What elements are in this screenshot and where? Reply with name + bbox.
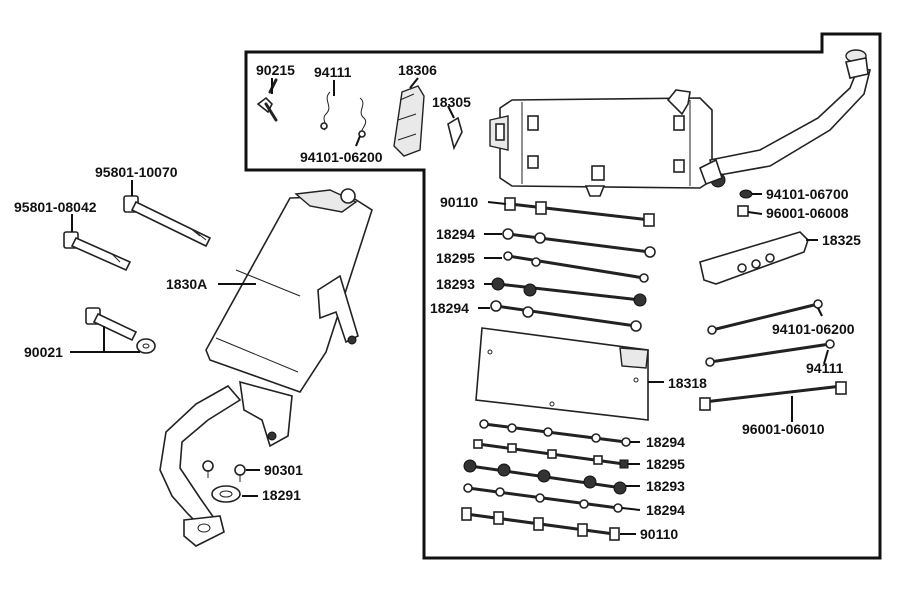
part-95801-10070-bolt <box>123 195 212 248</box>
part-90301-bolts <box>202 460 246 482</box>
label-94101-06200-right: 94101-06200 <box>772 321 855 337</box>
part-94101-06700-washer <box>739 189 753 199</box>
part-18294-washer-row-top <box>502 228 656 258</box>
part-spring-rod-a <box>707 299 823 335</box>
label-18306: 18306 <box>398 62 437 78</box>
part-hardware-row-bottom-1 <box>479 419 631 447</box>
part-1830A-muffler <box>159 188 373 547</box>
part-90021-bolt-washer <box>85 307 156 354</box>
part-spring-rod-b <box>705 339 835 367</box>
part-18305-gasket <box>447 116 463 151</box>
part-90110-nut-row-top <box>504 197 655 227</box>
label-94101-06700: 94101-06700 <box>766 186 849 202</box>
part-hardware-row-bottom-4 <box>463 483 623 513</box>
label-96001-06010: 96001-06010 <box>742 421 825 437</box>
label-18295-bottom: 18295 <box>646 456 685 472</box>
label-18291: 18291 <box>262 487 301 503</box>
part-94111-spring <box>320 91 331 131</box>
part-90215-clip <box>256 78 278 122</box>
label-18325: 18325 <box>822 232 861 248</box>
part-18291-gasket <box>211 485 241 503</box>
label-18293-top: 18293 <box>436 276 475 292</box>
part-spring-rod-c <box>699 381 847 411</box>
part-18318-heat-plate <box>475 327 649 421</box>
label-18294-bottom-2: 18294 <box>646 502 685 518</box>
part-18293-nut-row-top <box>491 277 647 307</box>
part-95801-08042-bolt <box>63 231 132 272</box>
part-96001-06008-nut <box>737 205 749 217</box>
label-95801-10070: 95801-10070 <box>95 164 178 180</box>
label-90021: 90021 <box>24 344 63 360</box>
leader-lines <box>70 77 829 535</box>
label-90110-bottom: 90110 <box>640 526 678 542</box>
label-94101-06200-inset: 94101-06200 <box>300 149 383 165</box>
label-18293-bottom: 18293 <box>646 478 685 494</box>
part-labels: 90215 94111 18306 18305 94101-06200 9580… <box>14 62 861 542</box>
label-90215: 90215 <box>256 62 295 78</box>
part-18295-washer-row-top <box>503 251 649 283</box>
part-18325-heat-guard <box>699 231 809 285</box>
part-94101-06200-spring <box>358 97 367 138</box>
label-18318: 18318 <box>668 375 707 391</box>
label-90110-top: 90110 <box>440 194 478 210</box>
label-90301: 90301 <box>264 462 303 478</box>
label-18294-top: 18294 <box>436 226 475 242</box>
muffler-kit-assembly <box>489 49 871 197</box>
label-18294-second: 18294 <box>430 300 469 316</box>
part-hardware-row-bottom-2 <box>473 439 629 469</box>
part-18306-heat-shield <box>393 85 425 157</box>
part-hardware-row-bottom-5 <box>461 507 620 541</box>
part-18294-washer-row-second <box>490 300 642 332</box>
label-94111: 94111 <box>314 64 352 80</box>
label-18295-top: 18295 <box>436 250 475 266</box>
label-96001-06008: 96001-06008 <box>766 205 849 221</box>
kit-frame <box>244 32 882 560</box>
part-hardware-row-bottom-3 <box>463 459 627 495</box>
label-1830A: 1830A <box>166 276 207 292</box>
label-95801-08042: 95801-08042 <box>14 199 97 215</box>
label-94111-right: 94111 <box>806 360 844 376</box>
label-18305: 18305 <box>432 94 471 110</box>
label-18294-bottom: 18294 <box>646 434 685 450</box>
